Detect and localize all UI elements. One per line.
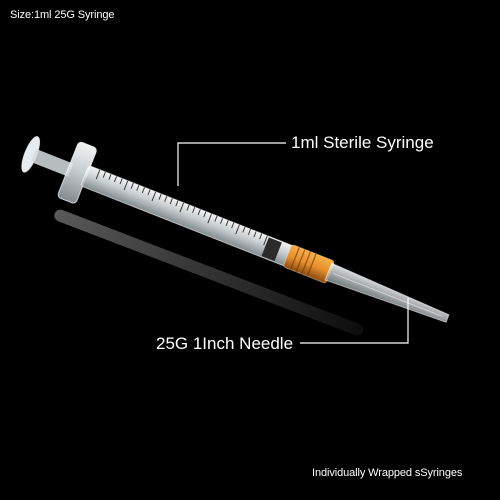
- needle-cap: [324, 262, 450, 323]
- syringe-reflection: [54, 209, 364, 336]
- footer-note: Individually Wrapped sSyringes: [312, 467, 463, 479]
- syringe: [21, 136, 450, 323]
- syringe-callout-line: [177, 142, 286, 186]
- plunger-rod: [30, 148, 74, 177]
- graduation-marks: [95, 169, 268, 246]
- syringe-barrel: [81, 165, 295, 267]
- size-label: Size:1ml 25G Syringe: [10, 9, 115, 21]
- needle-callout-line: [300, 298, 409, 344]
- syringe-callout-label: 1ml Sterile Syringe: [291, 133, 434, 152]
- needle-callout-label: 25G 1Inch Needle: [156, 334, 294, 353]
- rubber-stopper: [261, 237, 282, 262]
